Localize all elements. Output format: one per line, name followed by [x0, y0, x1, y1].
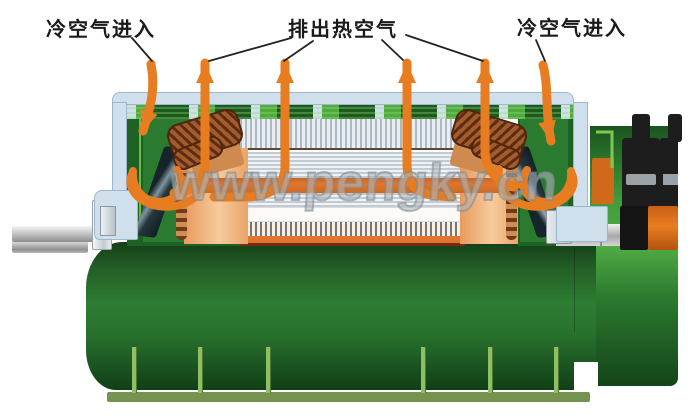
slip-ring-dark: [620, 206, 648, 250]
leader-line-hot-3: [381, 39, 404, 61]
hot-air-exhaust-arrow-1: [169, 58, 214, 198]
hot-air-exhaust-arrow-4: [476, 58, 519, 192]
body-corner-notch: [574, 362, 598, 392]
drive-shaft-step: [12, 242, 88, 253]
coil-zigzag-left: [176, 154, 187, 240]
mounting-base: [107, 392, 590, 402]
chamber-edge-highlight: [139, 112, 141, 232]
cold-air-intake-arrow-left: [138, 59, 158, 136]
casing-top-rail: [112, 92, 574, 105]
body-seam-line: [574, 248, 575, 332]
base-post: [198, 347, 203, 393]
label-cold-air-inlet-left: 冷空气进入: [46, 19, 156, 41]
busbar-left: [592, 158, 614, 204]
brush-holder-knob-2: [668, 114, 682, 142]
label-hot-air-exhaust: 排出热空气: [288, 19, 398, 41]
air-swirl-left-arrow: [128, 166, 195, 206]
watermark: www.pengky.cn: [167, 153, 560, 213]
hot-air-exhaust-arrow-3: [398, 58, 457, 202]
base-post: [488, 347, 493, 393]
base-post: [132, 347, 137, 393]
label-cold-air-inlet-right: 冷空气进入: [517, 18, 627, 40]
bearing-housing-left: [100, 206, 116, 236]
leader-line-cold-right: [535, 39, 546, 62]
rotor-surface-band: [240, 236, 465, 243]
air-gap-layers: [240, 193, 465, 207]
rotor-spacer-band: [240, 207, 465, 222]
rotor-surface-ring: [178, 178, 518, 193]
rotor-core-line: [240, 243, 465, 246]
base-post: [421, 347, 426, 393]
rotor-winding-band: [240, 222, 465, 236]
leader-line-hot-4: [405, 34, 484, 62]
casing-foot-right: [556, 206, 608, 242]
air-swirl-right-arrow: [509, 166, 576, 206]
stator-winding-layers: [240, 152, 465, 178]
leader-line-hot-1: [208, 37, 292, 62]
brush-clip-2: [663, 174, 678, 185]
brush-clip-1: [626, 174, 656, 185]
leader-line-cold-left: [131, 37, 153, 62]
brush-holder-knob-1: [632, 114, 650, 142]
stator-lamination-stack: [240, 117, 465, 150]
field-lead-wire: [596, 130, 614, 168]
hot-air-exhaust-arrow-2: [209, 58, 294, 202]
base-post: [554, 347, 559, 393]
slip-ring-copper: [648, 206, 678, 250]
leader-line-hot-2: [283, 40, 314, 62]
base-post: [266, 347, 271, 393]
drive-shaft: [12, 226, 96, 242]
cold-air-intake-arrow-right: [538, 60, 556, 146]
generator-body: [86, 242, 596, 390]
